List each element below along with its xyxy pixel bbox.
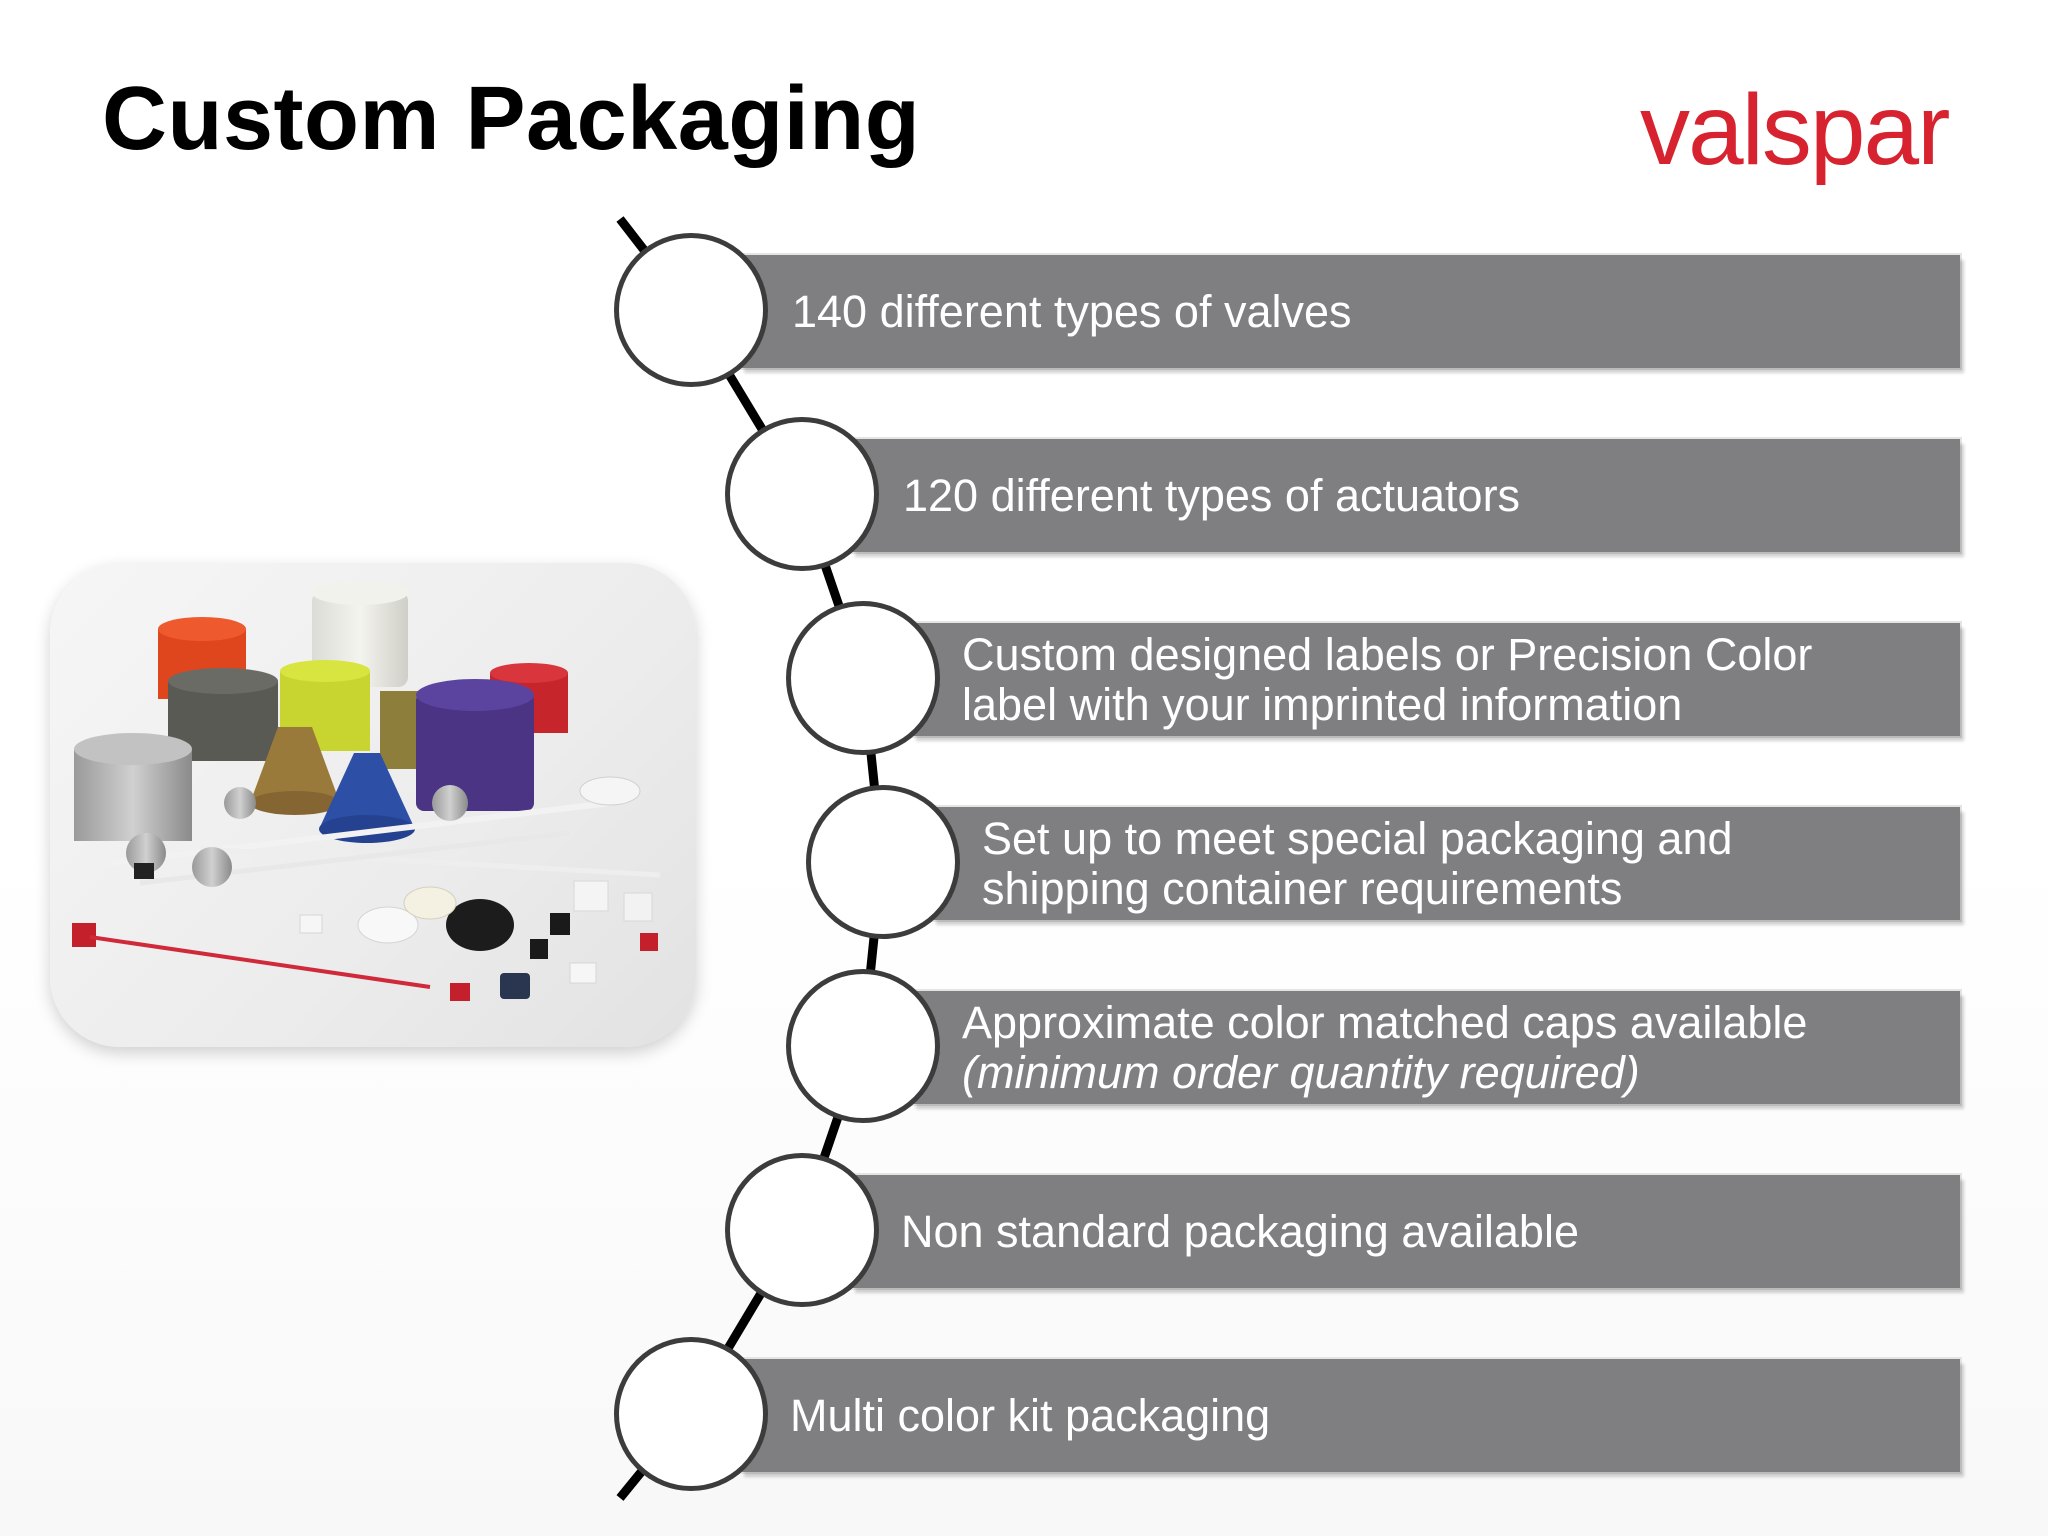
timeline-node <box>786 969 940 1123</box>
timeline-row: Multi color kit packaging <box>740 1359 1960 1472</box>
timeline-node <box>725 417 879 571</box>
timeline-subtext: shipping container requirements <box>982 862 1623 914</box>
timeline-text: Approximate color matched caps available <box>962 996 1808 1048</box>
timeline-node <box>806 785 960 939</box>
timeline-text: Set up to meet special packaging and <box>982 812 1733 864</box>
product-photo <box>50 563 696 1047</box>
timeline-row: Non standard packaging available <box>851 1175 1960 1288</box>
timeline-subtext: label with your imprinted information <box>962 678 1683 730</box>
timeline-text: 120 different types of actuators <box>903 469 1521 521</box>
timeline-row: 140 different types of valves <box>740 255 1960 368</box>
timeline-row: 120 different types of actuators <box>851 439 1960 552</box>
timeline-node <box>725 1153 879 1307</box>
timeline-text: Non standard packaging available <box>901 1205 1579 1257</box>
timeline-row: Custom designed labels or Precision Colo… <box>912 623 1960 736</box>
product-photo-illustration <box>72 581 661 1001</box>
timeline-subtext: (minimum order quantity required) <box>962 1046 1640 1098</box>
timeline-bar: Custom designed labels or Precision Colo… <box>912 623 1960 736</box>
timeline-node <box>614 233 768 387</box>
timeline-text: Multi color kit packaging <box>790 1389 1271 1441</box>
timeline-bar: Approximate color matched caps available… <box>912 991 1960 1104</box>
timeline-bar: Multi color kit packaging <box>740 1359 1960 1472</box>
timeline-row: Set up to meet special packaging and shi… <box>932 807 1960 920</box>
timeline-bar: 120 different types of actuators <box>851 439 1960 552</box>
timeline-row: Approximate color matched caps available… <box>912 991 1960 1104</box>
timeline-node <box>614 1337 768 1491</box>
valspar-logo: valspar <box>1640 74 1950 186</box>
timeline-node <box>786 601 940 755</box>
timeline-text: Custom designed labels or Precision Colo… <box>962 628 1813 680</box>
timeline-bar: 140 different types of valves <box>740 255 1960 368</box>
page-title: Custom Packaging <box>102 69 921 169</box>
timeline-text: 140 different types of valves <box>792 285 1352 337</box>
timeline-bar: Set up to meet special packaging and shi… <box>932 807 1960 920</box>
timeline-bar: Non standard packaging available <box>851 1175 1960 1288</box>
